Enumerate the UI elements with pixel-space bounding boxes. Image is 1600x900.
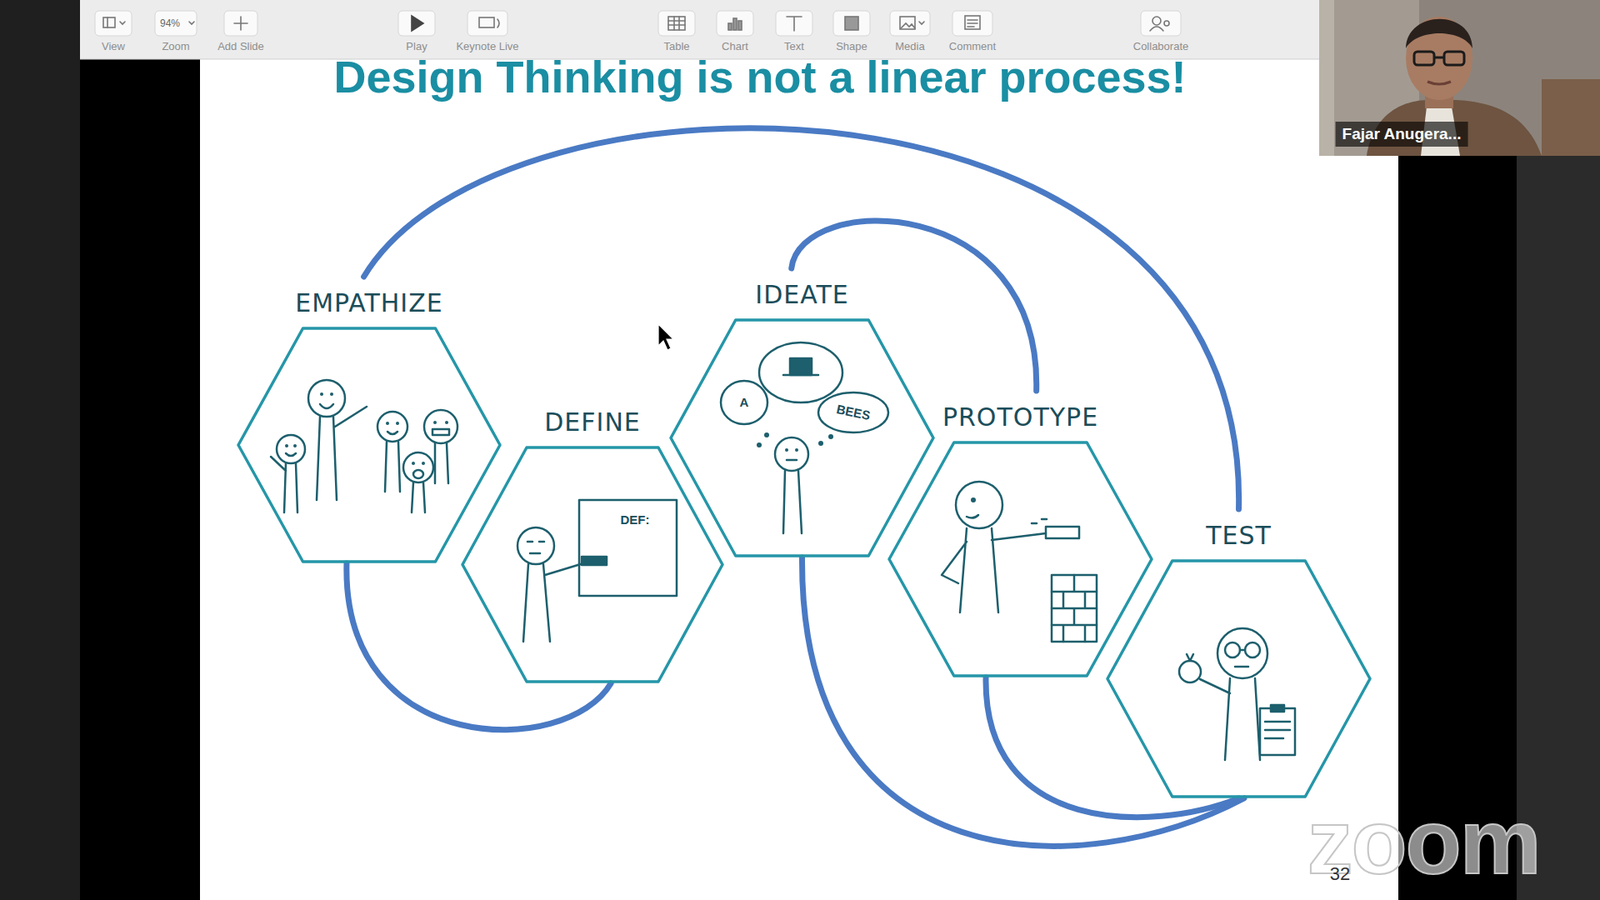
toolbar-label: Add Slide — [217, 40, 265, 54]
empathize-eyes — [285, 392, 449, 465]
design-stage-node: DEFINE DEF: — [460, 395, 725, 684]
text-holder: Zoom — [161, 40, 190, 54]
toolbar-label: Chart — [721, 40, 749, 54]
hexagon-outline — [460, 445, 725, 684]
toolbar-label: Text — [784, 40, 805, 54]
ideate-thinker — [720, 342, 889, 534]
toolbar-label: Collaborate — [1133, 40, 1190, 54]
prototype-eye — [970, 497, 976, 503]
text-holder: Shape — [835, 40, 868, 54]
toolbar-label: View — [101, 40, 125, 54]
hexagon-outline — [236, 326, 502, 564]
stage-heading: EMPATHIZE — [236, 288, 502, 319]
hexagon-line — [1107, 560, 1370, 797]
hexagon-outline — [669, 318, 935, 558]
text-holder: BEES — [835, 401, 872, 424]
toolbar-icons — [103, 15, 1170, 31]
ideate-dots — [756, 432, 834, 452]
text-holder: Collaborate — [1133, 40, 1190, 54]
design-stage-node: IDEATE A BEES — [669, 268, 935, 558]
toolbar-label: Comment — [949, 40, 996, 54]
text-holder: Chart — [721, 40, 749, 54]
text-holder: A — [740, 395, 750, 410]
toolbar-label: Media — [895, 40, 925, 54]
text-holder: Add Slide — [217, 40, 265, 54]
toolbar-label: Table — [663, 40, 690, 54]
toolbar-label: Keynote Live — [455, 40, 519, 54]
zoom-value: 94% — [160, 17, 180, 30]
toolbar-label: Shape — [835, 40, 868, 54]
text-holder: 94% — [160, 17, 180, 30]
hexagon-line — [670, 320, 934, 556]
toolbar-label: Play — [405, 40, 427, 54]
sketch-text: BEES — [835, 401, 872, 424]
design-stage-node: TEST — [1105, 509, 1372, 799]
sketch-text: A — [740, 395, 750, 410]
design-stage-node: EMPATHIZE — [236, 276, 502, 564]
text-holder: Play — [405, 40, 427, 54]
hexagon-outline — [1105, 559, 1372, 799]
text-holder: Comment — [949, 40, 996, 54]
define-person — [517, 500, 677, 642]
hexagon-line — [238, 328, 500, 562]
slide-number: 32 — [1330, 863, 1350, 885]
stage-heading: IDEATE — [669, 280, 935, 310]
slide-title: Design Thinking is not a linear process! — [333, 51, 1186, 102]
stage-heading: PROTOTYPE — [887, 402, 1154, 433]
webcam-video — [1319, 0, 1600, 156]
mouse-cursor — [658, 324, 674, 350]
hexagon-line — [889, 442, 1152, 676]
text-holder: Table — [663, 40, 690, 54]
toolbar — [80, 0, 1320, 60]
test-person — [1179, 628, 1295, 760]
sketch-text: DEF: — [620, 512, 650, 528]
hexagon-outline — [887, 440, 1154, 678]
text-holder: DEF: — [620, 512, 650, 528]
toolbar-label: Zoom — [161, 40, 190, 54]
stage-heading: DEFINE — [460, 407, 725, 438]
design-stage-node: PROTOTYPE — [887, 390, 1154, 678]
prototype-builder — [941, 481, 1097, 642]
loop-arc — [346, 563, 611, 730]
slide-canvas — [200, 59, 1399, 900]
text-holder: Media — [895, 40, 925, 54]
text-holder: Text — [784, 40, 805, 54]
text-holder: 32 — [1330, 863, 1350, 885]
text-holder: View — [101, 40, 125, 54]
editor-backdrop — [80, 59, 1517, 900]
text-holder: Design Thinking is not a linear process! — [333, 51, 1186, 102]
side-panel — [1516, 155, 1600, 900]
toolbar-buttons — [95, 10, 1181, 36]
text-holder: Fajar Anugera... — [1335, 121, 1469, 147]
participant-name: Fajar Anugera... — [1335, 121, 1469, 147]
text-holder: Keynote Live — [455, 40, 519, 54]
hexagon-line — [462, 447, 723, 682]
loop-arc — [801, 557, 1244, 846]
empathize-people — [270, 380, 458, 513]
stage-heading: TEST — [1105, 520, 1372, 551]
